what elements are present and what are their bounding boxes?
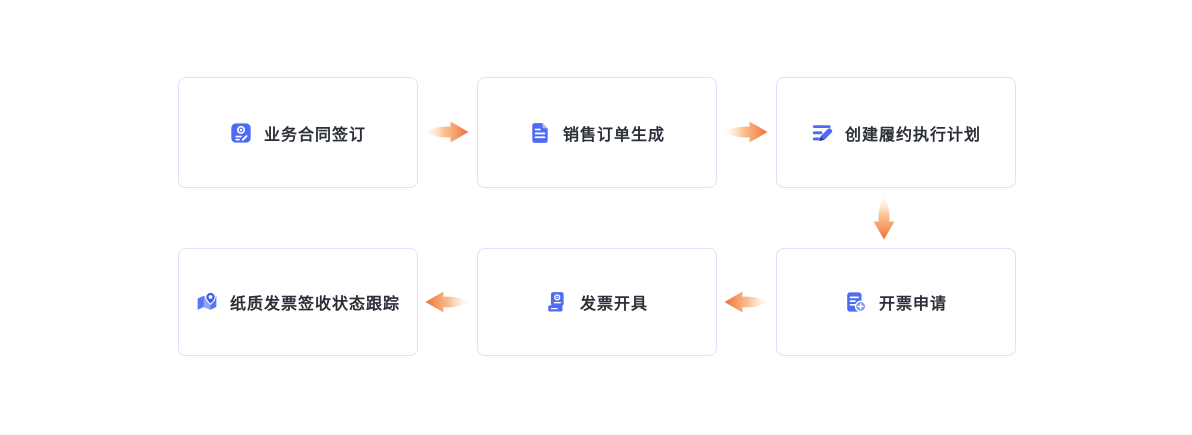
node-label: 销售订单生成 [562,126,665,144]
map-pin-icon [197,291,217,310]
node-execution-plan: 创建履约执行计划 [776,77,1016,188]
arrow-left-icon [724,291,768,313]
invoice-issue-icon [548,292,564,312]
arrow-right-icon [425,121,469,143]
arrow-left-request-to-issue [723,287,769,317]
arrow-down-plan-to-request [861,196,907,240]
node-label: 业务合同签订 [263,126,366,144]
node-label: 纸质发票签收状态跟踪 [229,296,400,313]
arrow-right-contract-to-order [424,117,470,147]
arrow-right-icon [724,121,768,143]
node-invoice-request: 开票申请 [776,248,1016,356]
invoice-request-icon [847,292,867,313]
node-label: 创建履约执行计划 [844,126,981,144]
node-contract-signing: 业务合同签订 [178,77,418,188]
arrow-down-icon [873,196,895,240]
node-label: 发票开具 [579,296,648,313]
contract-sign-icon [231,122,251,143]
node-invoice-issue: 发票开具 [477,248,717,356]
plan-edit-icon [812,124,833,141]
sales-order-icon [532,122,548,143]
arrow-left-issue-to-tracking [424,287,470,317]
node-paper-invoice-tracking: 纸质发票签收状态跟踪 [178,248,418,356]
arrow-right-order-to-plan [723,117,769,147]
arrow-left-icon [425,291,469,313]
node-sales-order: 销售订单生成 [477,77,717,188]
node-label: 开票申请 [878,296,947,313]
